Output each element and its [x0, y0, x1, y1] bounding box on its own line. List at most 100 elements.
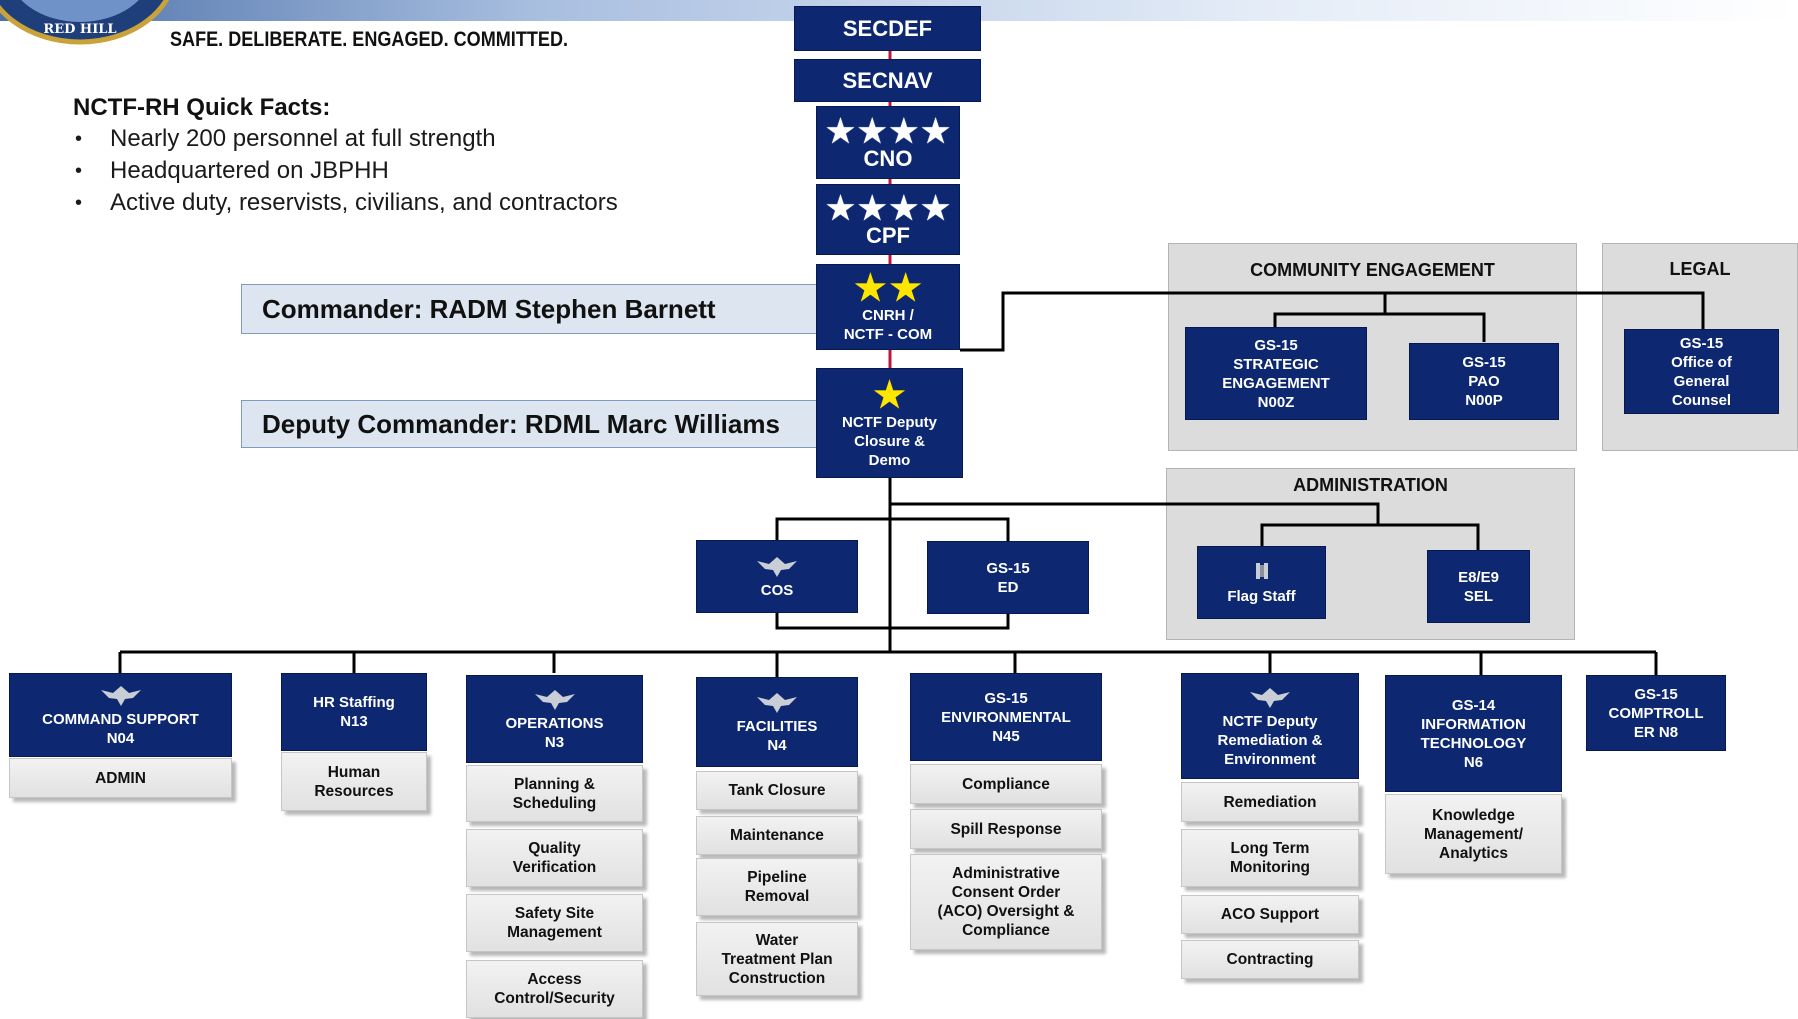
fact-item: • Active duty, reservists, civilians, and…	[73, 189, 618, 221]
four-star-insignia: ★★★★	[826, 192, 950, 224]
white-star-icon: ★	[857, 189, 887, 226]
eagle-insignia-icon	[757, 557, 797, 577]
bullet-icon: •	[75, 192, 83, 214]
pipeline-removal-box: Pipeline Removal	[696, 858, 858, 916]
bullet-icon: •	[75, 160, 83, 182]
cos-label: COS	[760, 582, 794, 599]
human-resources-sub-box: Human Resources	[281, 752, 427, 811]
flag-staff-box: Flag Staff	[1197, 546, 1326, 619]
cpf-label: CPF	[866, 222, 910, 248]
deputy-closure-box: ★ NCTF Deputy Closure & Demo	[816, 368, 963, 478]
hr-staffing-box: HR Staffing N13	[281, 673, 427, 751]
secdef-box: SECDEF	[794, 6, 981, 51]
aco-oversight-box: Administrative Consent Order (ACO) Overs…	[910, 854, 1102, 950]
planning-scheduling-box: Planning & Scheduling	[466, 765, 643, 822]
admin-sub-box: ADMIN	[9, 758, 232, 798]
comptroller-label: GS-15 COMPTROLL ER N8	[1608, 685, 1704, 741]
command-support-label: COMMAND SUPPORT N04	[42, 711, 199, 747]
legal-title: LEGAL	[1669, 259, 1731, 279]
deputy-remediation-box: NCTF Deputy Remediation & Environment	[1181, 673, 1359, 779]
pao-box: GS-15 PAO N00P	[1409, 343, 1559, 420]
tank-closure-box: Tank Closure	[696, 771, 858, 810]
facts-title: NCTF-RH Quick Facts:	[73, 94, 331, 121]
secnav-box: SECNAV	[794, 59, 981, 102]
white-star-icon: ★	[889, 189, 919, 226]
fact-text: Active duty, reservists, civilians, and …	[110, 189, 618, 216]
cos-box: COS	[696, 540, 858, 613]
community-engagement-title: COMMUNITY ENGAGEMENT	[1250, 260, 1495, 280]
maintenance-box: Maintenance	[696, 816, 858, 855]
gold-star-icon: ★	[854, 267, 887, 308]
access-control-box: Access Control/Security	[466, 960, 643, 1018]
cnrh-label: CNRH / NCTF - COM	[843, 307, 933, 343]
staff-top-branch	[775, 517, 1010, 541]
secnav-label: SECNAV	[842, 67, 933, 93]
bullet-icon: •	[75, 128, 83, 150]
remediation-box: Remediation	[1181, 782, 1359, 822]
white-star-icon: ★	[857, 112, 887, 149]
cnrh-box: ★★ CNRH / NCTF - COM	[816, 264, 960, 350]
pao-label: GS-15 PAO N00P	[1462, 354, 1506, 409]
command-seal-icon: RED HILL	[0, 0, 170, 45]
contracting-box: Contracting	[1181, 940, 1359, 979]
eagle-insignia-icon	[757, 693, 797, 713]
cpf-box: ★★★★ CPF	[816, 184, 960, 255]
aco-support-box: ACO Support	[1181, 895, 1359, 934]
facilities-box: FACILITIES N4	[696, 677, 858, 767]
ed-box: GS-15 ED	[927, 541, 1089, 614]
safety-site-management-box: Safety Site Management	[466, 894, 643, 952]
eagle-insignia-icon	[100, 686, 141, 706]
operations-label: OPERATIONS N3	[505, 715, 604, 751]
gold-star-icon: ★	[873, 373, 906, 415]
deputy-remediation-label: NCTF Deputy Remediation & Environment	[1217, 712, 1323, 768]
secdef-label: SECDEF	[842, 15, 933, 41]
one-star-insignia: ★	[873, 373, 906, 415]
quality-verification-box: Quality Verification	[466, 829, 643, 887]
operations-box: OPERATIONS N3	[466, 675, 643, 763]
gold-star-icon: ★	[889, 267, 922, 308]
white-star-icon: ★	[921, 112, 950, 149]
cno-box: ★★★★ CNO	[816, 106, 960, 179]
administration-title: ADMINISTRATION	[1293, 475, 1448, 495]
general-counsel-label: GS-15 Office of General Counsel	[1671, 334, 1732, 409]
eagle-insignia-icon	[534, 690, 575, 710]
commander-label: Commander: RADM Stephen Barnett	[241, 284, 825, 334]
deputy-closure-label: NCTF Deputy Closure & Demo	[842, 413, 937, 469]
knowledge-management-box: Knowledge Management/ Analytics	[1385, 794, 1562, 874]
fact-text: Headquartered on JBPHH	[110, 157, 389, 184]
sel-box: E8/E9 SEL	[1427, 550, 1530, 623]
fact-item: • Nearly 200 personnel at full strength	[73, 125, 618, 157]
information-technology-label: GS-14 INFORMATION TECHNOLOGY N6	[1420, 696, 1527, 771]
four-star-insignia: ★★★★	[826, 115, 950, 147]
fact-text: Nearly 200 personnel at full strength	[110, 125, 496, 152]
sel-label: E8/E9 SEL	[1458, 568, 1499, 605]
strategic-engagement-box: GS-15 STRATEGIC ENGAGEMENT N00Z	[1185, 327, 1367, 420]
strategic-engagement-label: GS-15 STRATEGIC ENGAGEMENT N00Z	[1222, 336, 1330, 411]
cno-label: CNO	[863, 145, 913, 171]
facts-list: • Nearly 200 personnel at full strength •…	[73, 125, 618, 221]
two-star-insignia: ★★	[854, 270, 922, 306]
compliance-box: Compliance	[910, 764, 1102, 804]
seal-text: RED HILL	[43, 22, 116, 37]
environmental-box: GS-15 ENVIRONMENTAL N45	[910, 673, 1102, 761]
hr-staffing-label: HR Staffing N13	[313, 694, 395, 730]
environmental-label: GS-15 ENVIRONMENTAL N45	[941, 689, 1071, 745]
spill-response-box: Spill Response	[910, 809, 1102, 849]
staff-bottom-branch	[775, 612, 1010, 630]
long-term-monitoring-box: Long Term Monitoring	[1181, 829, 1359, 887]
command-support-box: COMMAND SUPPORT N04	[9, 673, 232, 757]
white-star-icon: ★	[826, 112, 855, 149]
flag-insignia-icon	[1255, 563, 1268, 579]
comptroller-box: GS-15 COMPTROLL ER N8	[1586, 675, 1726, 751]
general-counsel-box: GS-15 Office of General Counsel	[1624, 329, 1779, 414]
deputy-commander-label: Deputy Commander: RDML Marc Williams	[241, 400, 825, 448]
facilities-label: FACILITIES N4	[736, 718, 818, 754]
white-star-icon: ★	[826, 189, 855, 226]
information-technology-box: GS-14 INFORMATION TECHNOLOGY N6	[1385, 675, 1562, 792]
white-star-icon: ★	[921, 189, 950, 226]
white-star-icon: ★	[889, 112, 919, 149]
motto: SAFE. DELIBERATE. ENGAGED. COMMITTED.	[170, 28, 569, 51]
ed-label: GS-15 ED	[986, 559, 1030, 596]
flag-staff-label: Flag Staff	[1227, 588, 1296, 605]
fact-item: • Headquartered on JBPHH	[73, 157, 618, 189]
